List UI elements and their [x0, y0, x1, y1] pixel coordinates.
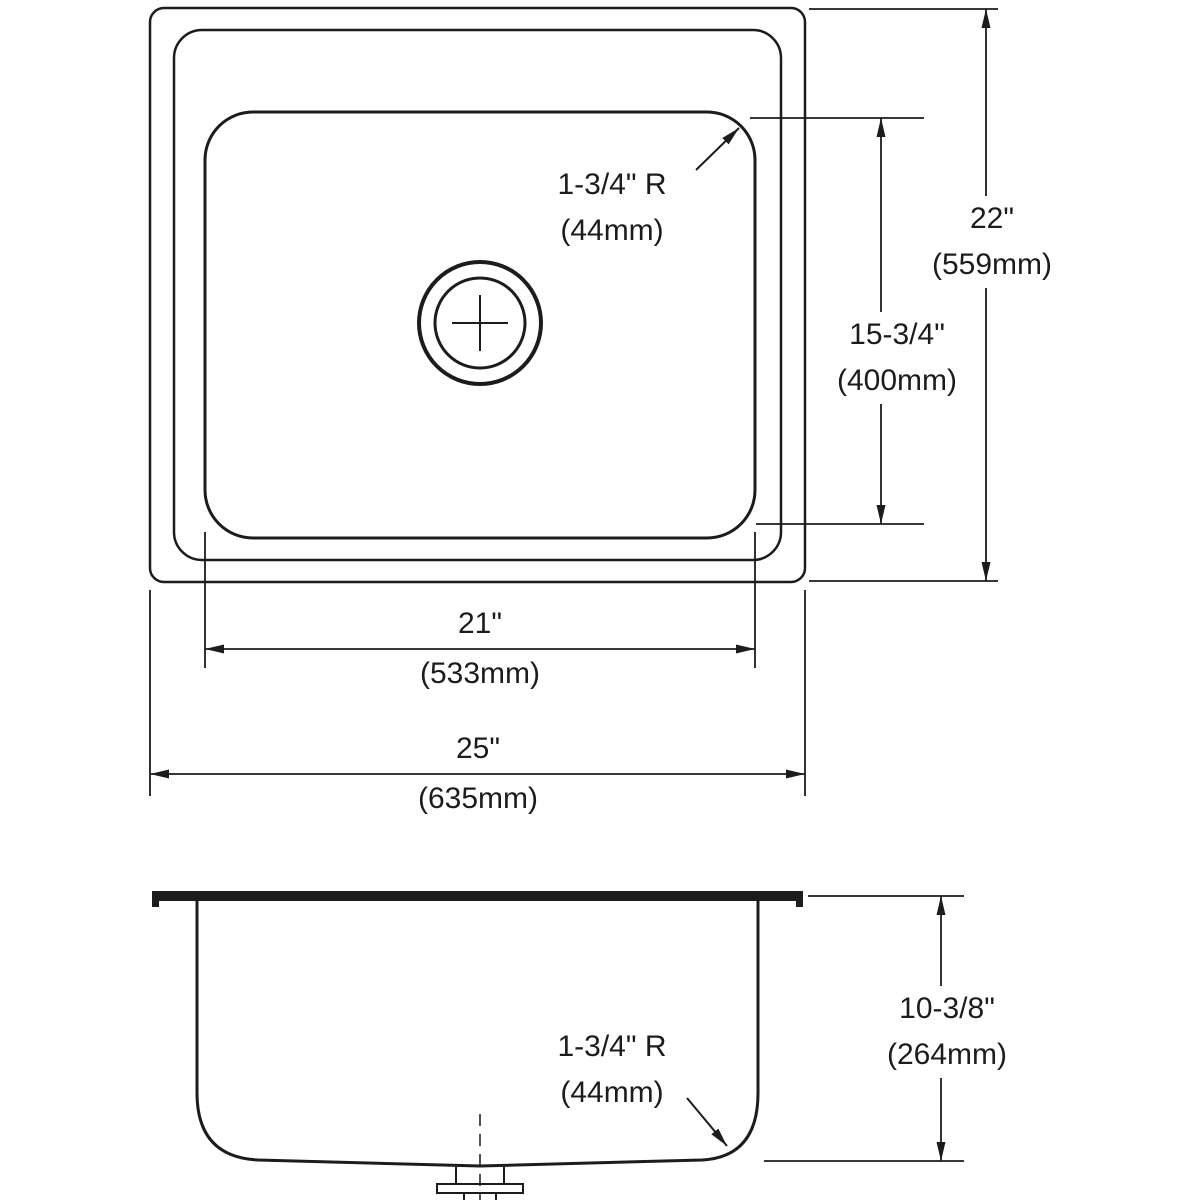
- top-view: [148, 6, 807, 584]
- bowl-section-outline: [195, 901, 760, 1168]
- dim-value: 10-3/8": [899, 992, 995, 1025]
- dim-value: 15-3/4": [849, 318, 945, 351]
- flange-right-lip: [796, 891, 803, 907]
- dim-metric: (533mm): [419, 657, 541, 690]
- dim-value: 25": [455, 732, 501, 765]
- radius-value: 1-3/4" R: [557, 168, 667, 201]
- drain-icon: [417, 260, 543, 386]
- dim-overall-left-to-right: [149, 590, 806, 796]
- dim-overall-front-to-back: [809, 8, 998, 582]
- side-view: [152, 891, 803, 1200]
- bowl-outline: [203, 110, 757, 540]
- flange-bar: [152, 891, 803, 901]
- flange-left-lip: [152, 891, 159, 907]
- radius-value: 1-3/4" R: [557, 1030, 667, 1063]
- side-radius-arrow: [686, 1097, 728, 1147]
- dim-label-overall-front-to-back: 22" (559mm): [923, 196, 1061, 288]
- dim-bowl-left-to-right: [204, 532, 756, 668]
- dim-metric: (559mm): [931, 248, 1053, 281]
- dim-label-bowl-front-to-back: 15-3/4" (400mm): [828, 312, 966, 404]
- dim-label-overall-left-to-right: 25" (635mm): [418, 724, 538, 824]
- dim-value: 21": [457, 607, 503, 640]
- radius-metric: (44mm): [560, 214, 664, 247]
- side-radius-annotation: 1-3/4" R (44mm): [557, 1024, 666, 1116]
- dim-metric: (400mm): [836, 364, 958, 397]
- sink-rim: [172, 28, 783, 562]
- dim-label-bowl-left-to-right: 21" (533mm): [420, 599, 540, 699]
- dim-metric: (635mm): [417, 782, 539, 815]
- dim-metric: (264mm): [886, 1038, 1008, 1071]
- sink-outer-edge: [148, 6, 807, 584]
- dim-label-bowl-depth: 10-3/8" (264mm): [878, 986, 1016, 1078]
- dim-value: 22": [969, 202, 1015, 235]
- top-radius-annotation: 1-3/4" R (44mm): [557, 162, 666, 254]
- top-radius-arrow: [695, 127, 740, 171]
- radius-metric: (44mm): [560, 1076, 664, 1109]
